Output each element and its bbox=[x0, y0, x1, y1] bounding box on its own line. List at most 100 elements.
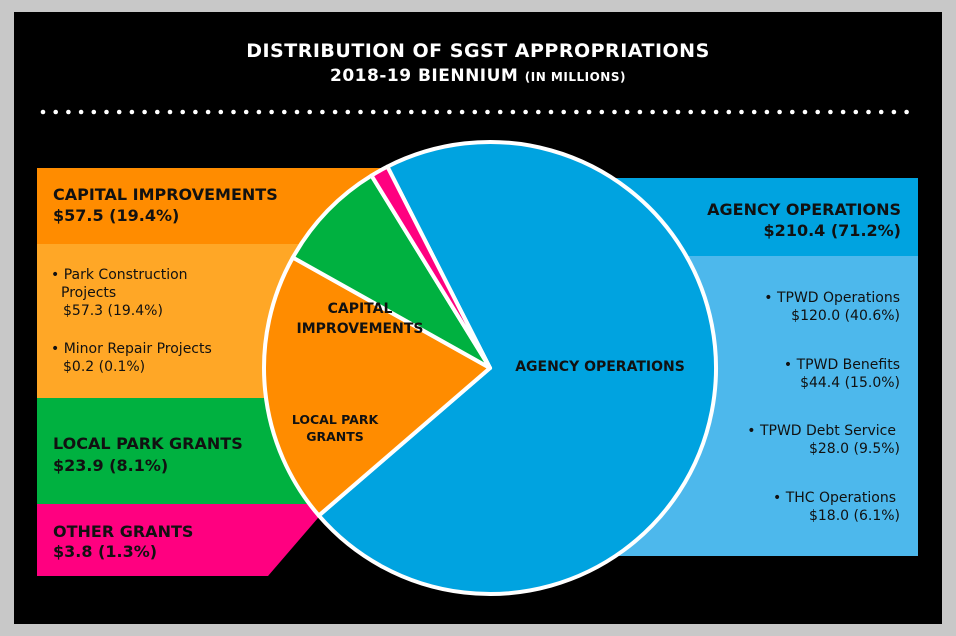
divider-dot bbox=[231, 109, 236, 115]
divider-dot bbox=[205, 109, 211, 115]
agency-item-1-value: $120.0 (40.6%) bbox=[791, 308, 900, 324]
capital-panel-value: $57.5 (19.4%) bbox=[53, 206, 180, 225]
slice-label-local-line1: LOCAL PARK bbox=[291, 412, 379, 427]
divider-dot bbox=[561, 109, 566, 115]
capital-item-1-label: • Park Construction bbox=[51, 267, 188, 283]
divider-dot bbox=[370, 109, 376, 115]
slice-label-capital-line1: CAPITAL bbox=[327, 301, 393, 317]
divider-dot bbox=[472, 109, 478, 115]
dotted-divider bbox=[40, 109, 909, 115]
other-panel-title: OTHER GRANTS bbox=[53, 522, 194, 541]
divider-dot bbox=[66, 109, 71, 115]
divider-dot bbox=[409, 109, 414, 115]
subtitle-unit: (IN MILLIONS) bbox=[524, 70, 626, 84]
agency-item-2-value: $44.4 (15.0%) bbox=[800, 375, 900, 391]
divider-dot bbox=[637, 109, 643, 115]
divider-dot bbox=[91, 109, 97, 115]
divider-dot bbox=[332, 109, 338, 115]
divider-dot bbox=[497, 109, 503, 115]
divider-dot bbox=[434, 109, 440, 115]
divider-dot bbox=[129, 109, 135, 115]
divider-dot bbox=[739, 109, 744, 115]
divider-dot bbox=[256, 109, 262, 115]
divider-dot bbox=[243, 109, 249, 115]
divider-dot bbox=[548, 109, 554, 115]
pie-slice-other-grants bbox=[369, 164, 492, 370]
divider-dot bbox=[904, 109, 909, 115]
chart-title: DISTRIBUTION OF SGST APPROPRIATIONS bbox=[246, 40, 710, 62]
divider-dot bbox=[840, 109, 846, 115]
local-panel-title: LOCAL PARK GRANTS bbox=[53, 434, 243, 453]
divider-dot bbox=[790, 109, 795, 115]
divider-dot bbox=[307, 109, 313, 115]
divider-dot bbox=[878, 109, 884, 115]
divider-dot bbox=[510, 109, 516, 115]
capital-item-1-label2: Projects bbox=[61, 285, 117, 301]
divider-dot bbox=[802, 109, 808, 115]
divider-dot bbox=[421, 109, 427, 115]
capital-item-2-label: • Minor Repair Projects bbox=[51, 341, 212, 357]
divider-dot bbox=[218, 109, 224, 115]
divider-dot bbox=[104, 109, 109, 115]
divider-dot bbox=[116, 109, 122, 115]
pie-slice-local-park-grants bbox=[290, 173, 492, 370]
divider-dot bbox=[891, 109, 897, 115]
divider-dot bbox=[142, 109, 147, 115]
divider-dot bbox=[777, 109, 782, 115]
divider-dot bbox=[345, 109, 351, 115]
slice-label-agency: AGENCY OPERATIONS bbox=[515, 359, 685, 375]
divider-dot bbox=[459, 109, 465, 115]
agency-panel-title: AGENCY OPERATIONS bbox=[707, 200, 901, 219]
agency-item-3-value: $28.0 (9.5%) bbox=[808, 441, 900, 457]
divider-dot bbox=[675, 109, 681, 115]
divider-dot bbox=[612, 109, 617, 115]
pie-slice-capital-improvements bbox=[262, 255, 492, 518]
divider-dot bbox=[866, 109, 871, 115]
capital-item-2-value: $0.2 (0.1%) bbox=[63, 359, 146, 375]
divider-dot bbox=[155, 109, 160, 115]
divider-dot bbox=[713, 109, 719, 115]
divider-dot bbox=[599, 109, 605, 115]
divider-dot bbox=[447, 109, 452, 115]
divider-dot bbox=[624, 109, 630, 115]
divider-dot bbox=[396, 109, 401, 115]
agency-item-4-value: $18.0 (6.1%) bbox=[808, 508, 900, 524]
slice-label-capital-line2: IMPROVEMENTS bbox=[296, 321, 424, 337]
divider-dot bbox=[853, 109, 859, 115]
capital-item-1-value: $57.3 (19.4%) bbox=[63, 303, 163, 319]
divider-dot bbox=[193, 109, 198, 115]
divider-dot bbox=[320, 109, 325, 115]
divider-dot bbox=[663, 109, 668, 115]
divider-dot bbox=[586, 109, 592, 115]
divider-dot bbox=[180, 109, 185, 115]
divider-dot bbox=[40, 109, 46, 115]
divider-dot bbox=[726, 109, 732, 115]
divider-dot bbox=[485, 109, 490, 115]
divider-dot bbox=[383, 109, 389, 115]
divider-dot bbox=[815, 109, 820, 115]
agency-item-1-label: • TPWD Operations bbox=[764, 290, 900, 306]
divider-dot bbox=[574, 109, 579, 115]
subtitle-biennium: 2018-19 BIENNIUM bbox=[330, 66, 519, 86]
divider-dot bbox=[751, 109, 757, 115]
panel-other-bg bbox=[37, 504, 330, 576]
divider-dot bbox=[650, 109, 655, 115]
other-panel-value: $3.8 (1.3%) bbox=[53, 542, 158, 561]
divider-dot bbox=[294, 109, 300, 115]
divider-dot bbox=[688, 109, 693, 115]
divider-dot bbox=[536, 109, 541, 115]
divider-dot bbox=[53, 109, 58, 115]
divider-dot bbox=[269, 109, 274, 115]
divider-dot bbox=[828, 109, 833, 115]
divider-dot bbox=[78, 109, 84, 115]
agency-item-4-label: • THC Operations bbox=[773, 490, 896, 506]
chart-subtitle: 2018-19 BIENNIUM (IN MILLIONS) bbox=[0, 66, 956, 87]
capital-panel-title: CAPITAL IMPROVEMENTS bbox=[53, 185, 278, 204]
divider-dot bbox=[764, 109, 770, 115]
local-panel-value: $23.9 (8.1%) bbox=[53, 456, 169, 475]
agency-item-3-label: • TPWD Debt Service bbox=[747, 423, 896, 439]
divider-dot bbox=[167, 109, 173, 115]
slice-label-local-line2: GRANTS bbox=[306, 429, 364, 444]
divider-dot bbox=[358, 109, 363, 115]
